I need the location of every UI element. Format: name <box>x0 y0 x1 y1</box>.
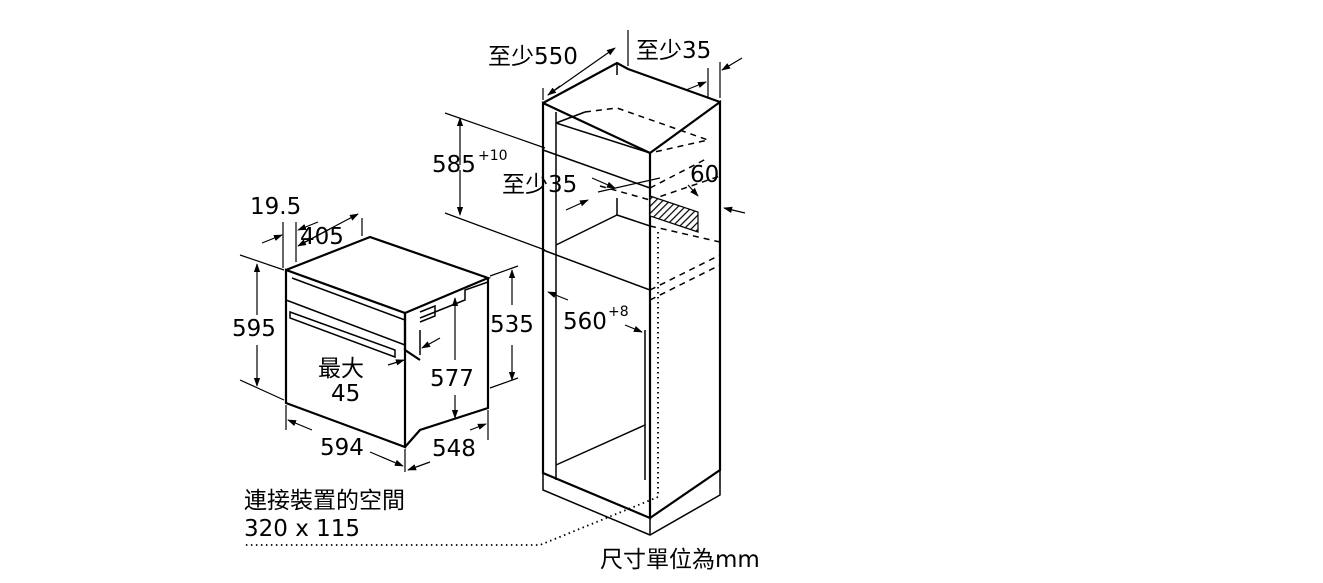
label-cab-rear-gap-min: 至少35 <box>636 38 711 64</box>
cabinet-plinth <box>542 470 721 536</box>
label-connection-space-value: 320 x 115 <box>244 516 360 542</box>
label-vent-height: 60 <box>690 162 719 188</box>
label-oven-width: 594 <box>320 435 364 461</box>
oven-dimensions <box>239 213 519 472</box>
label-oven-height-535: 535 <box>490 312 534 338</box>
cabinet-top-dashed <box>584 107 711 154</box>
oven-handle <box>289 310 396 359</box>
tall-cabinet <box>245 61 722 546</box>
label-opening-height-tol: +10 <box>478 148 508 164</box>
vent-hatched-area <box>649 195 699 233</box>
label-opening-height: 585 <box>432 152 476 178</box>
label-shelf-gap-min: 至少35 <box>502 172 577 198</box>
label-oven-depth: 548 <box>432 436 476 462</box>
cabinet-right-panel <box>649 99 722 519</box>
label-max-protrusion: 最大 <box>318 356 364 382</box>
label-oven-height: 595 <box>232 316 276 342</box>
oven <box>284 235 492 449</box>
label-opening-width-tol: +8 <box>608 304 629 320</box>
label-connection-space: 連接裝置的空間 <box>244 488 405 514</box>
label-max-protrusion-value: 45 <box>331 381 360 407</box>
label-oven-door-offset: 19.5 <box>250 194 301 220</box>
label-oven-side-405: 405 <box>300 224 344 250</box>
cabinet-dimensions <box>444 30 746 333</box>
label-oven-height-577: 577 <box>430 366 474 392</box>
cabinet-top-edge <box>542 61 721 104</box>
oven-top <box>285 235 492 315</box>
label-cab-depth-min: 至少550 <box>488 44 578 70</box>
label-opening-width: 560 <box>563 309 607 335</box>
label-units-note: 尺寸單位為mm <box>600 547 760 573</box>
